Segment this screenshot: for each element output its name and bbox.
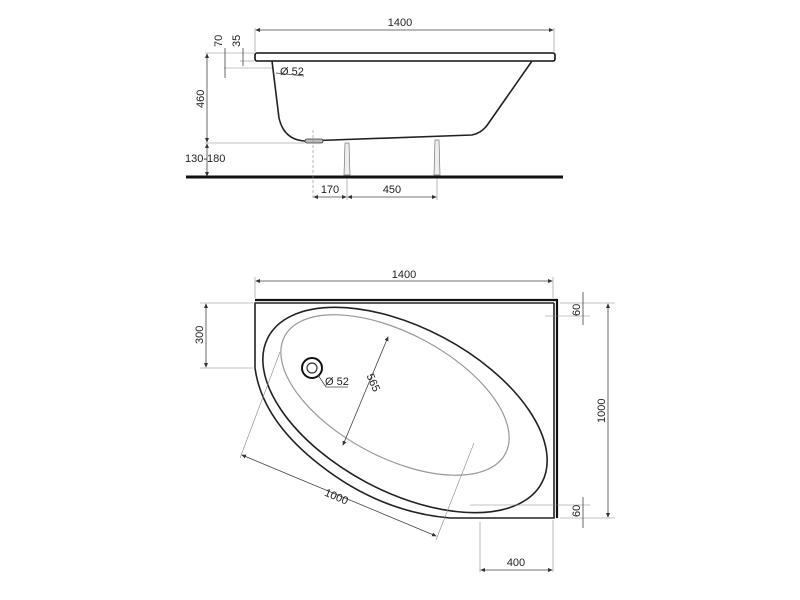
dimension-height: 460 — [195, 90, 207, 108]
dimension-basin-width: 565 — [364, 372, 382, 394]
tub-body — [271, 60, 533, 142]
dimension-width: 1400 — [388, 17, 412, 29]
side-view: 1400 70 35 Ø 52 460 130-180 170 450 — [185, 17, 563, 200]
top-view: 1400 Ø 52 300 565 1000 1000 60 — [194, 269, 615, 572]
dimension-drain-offset: 170 — [321, 184, 339, 196]
dimension-rim-35: 35 — [231, 35, 243, 47]
dimension-diagonal: 1000 — [323, 487, 350, 508]
dimension-left-straight: 300 — [194, 326, 206, 344]
dimension-rim-70: 70 — [213, 35, 225, 47]
dimension-depth: 1000 — [596, 399, 608, 423]
dimension-bottom-rim: 60 — [571, 505, 583, 517]
wall-edges — [255, 298, 559, 518]
basin-inner-edge — [280, 314, 510, 476]
dimension-legs-height: 130-180 — [185, 153, 225, 165]
dimension-top-rim: 60 — [571, 304, 583, 316]
dimension-legs-spacing: 450 — [383, 184, 401, 196]
drain-outlet — [304, 138, 324, 144]
tub-rim — [254, 52, 556, 62]
dimension-bottom-straight: 400 — [507, 557, 525, 569]
dimension-width: 1400 — [392, 269, 416, 281]
drain-diameter: Ø 52 — [325, 376, 349, 388]
overflow-diameter: Ø 52 — [280, 66, 304, 78]
tub-outline — [254, 302, 555, 519]
support-leg — [343, 142, 351, 176]
support-leg — [433, 139, 441, 176]
basin-outer-edge — [262, 306, 548, 514]
